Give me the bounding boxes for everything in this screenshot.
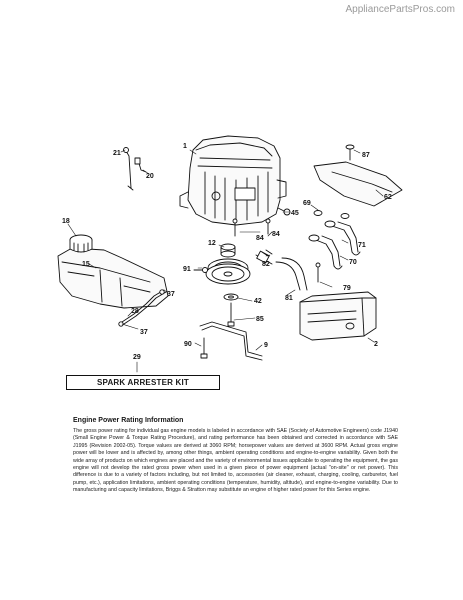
callout-37-bottom: 37	[140, 329, 148, 336]
callout-2: 2	[374, 341, 378, 348]
engine-assembly	[179, 135, 287, 226]
exhaust-tube-front	[308, 234, 343, 270]
exhaust-adapter	[255, 249, 273, 265]
callout-20: 20	[146, 173, 154, 180]
muffler-bolt	[315, 262, 321, 283]
mounting-rod-bolt	[200, 337, 208, 359]
callout-84-right: 84	[272, 231, 280, 238]
engine-pulley	[205, 243, 251, 285]
heat-shield	[313, 161, 403, 207]
callout-82: 82	[262, 261, 270, 268]
callout-12: 12	[208, 240, 216, 247]
callout-1: 1	[183, 143, 187, 150]
leader-lines	[67, 149, 384, 373]
callout-69: 69	[303, 200, 311, 207]
callout-28: 28	[131, 308, 139, 315]
spark-arrester-kit-label: SPARK ARRESTER KIT	[66, 375, 220, 390]
heat-shield-bolt	[345, 144, 355, 161]
engine-parts-diagram: 1 21 20 18 15 37 28 37 29 12 91 42 85 90…	[57, 135, 403, 373]
pulley-side-bolt	[193, 267, 208, 273]
callout-90: 90	[184, 341, 192, 348]
dipstick-assembly	[123, 147, 147, 191]
callout-15: 15	[82, 261, 90, 268]
callout-87: 87	[362, 152, 370, 159]
info-body: The gross power rating for individual ga…	[73, 428, 398, 494]
fuel-cap	[69, 234, 93, 253]
callout-18: 18	[62, 218, 70, 225]
callout-70: 70	[349, 259, 357, 266]
callout-45: 45	[291, 210, 299, 217]
exhaust-gaskets	[313, 210, 350, 219]
callout-29: 29	[133, 354, 141, 361]
callout-91: 91	[183, 266, 191, 273]
engine-mount-bolts	[232, 218, 271, 237]
info-title: Engine Power Rating Information	[73, 417, 184, 424]
callout-37-top: 37	[167, 291, 175, 298]
exhaust-tube-rear	[324, 220, 361, 256]
pulley-bolt	[227, 302, 235, 327]
callout-labels: 1 21 20 18 15 37 28 37 29 12 91 42 85 90…	[62, 143, 392, 361]
muffler	[299, 291, 377, 341]
callout-9: 9	[264, 342, 268, 349]
callout-85: 85	[256, 316, 264, 323]
callout-42: 42	[254, 298, 262, 305]
callout-79: 79	[343, 285, 351, 292]
fuel-tank	[57, 247, 169, 309]
callout-21: 21	[113, 150, 121, 157]
callout-71: 71	[358, 242, 366, 249]
pulley-washer	[223, 293, 239, 301]
mounting-rod	[199, 321, 263, 361]
exhaust-pipe	[275, 257, 308, 291]
callout-81: 81	[285, 295, 293, 302]
fuel-line	[118, 289, 167, 327]
callout-84-left: 84	[256, 235, 264, 242]
callout-62: 62	[384, 194, 392, 201]
site-watermark: AppliancePartsPros.com	[345, 4, 456, 15]
engine-nut	[277, 207, 291, 216]
